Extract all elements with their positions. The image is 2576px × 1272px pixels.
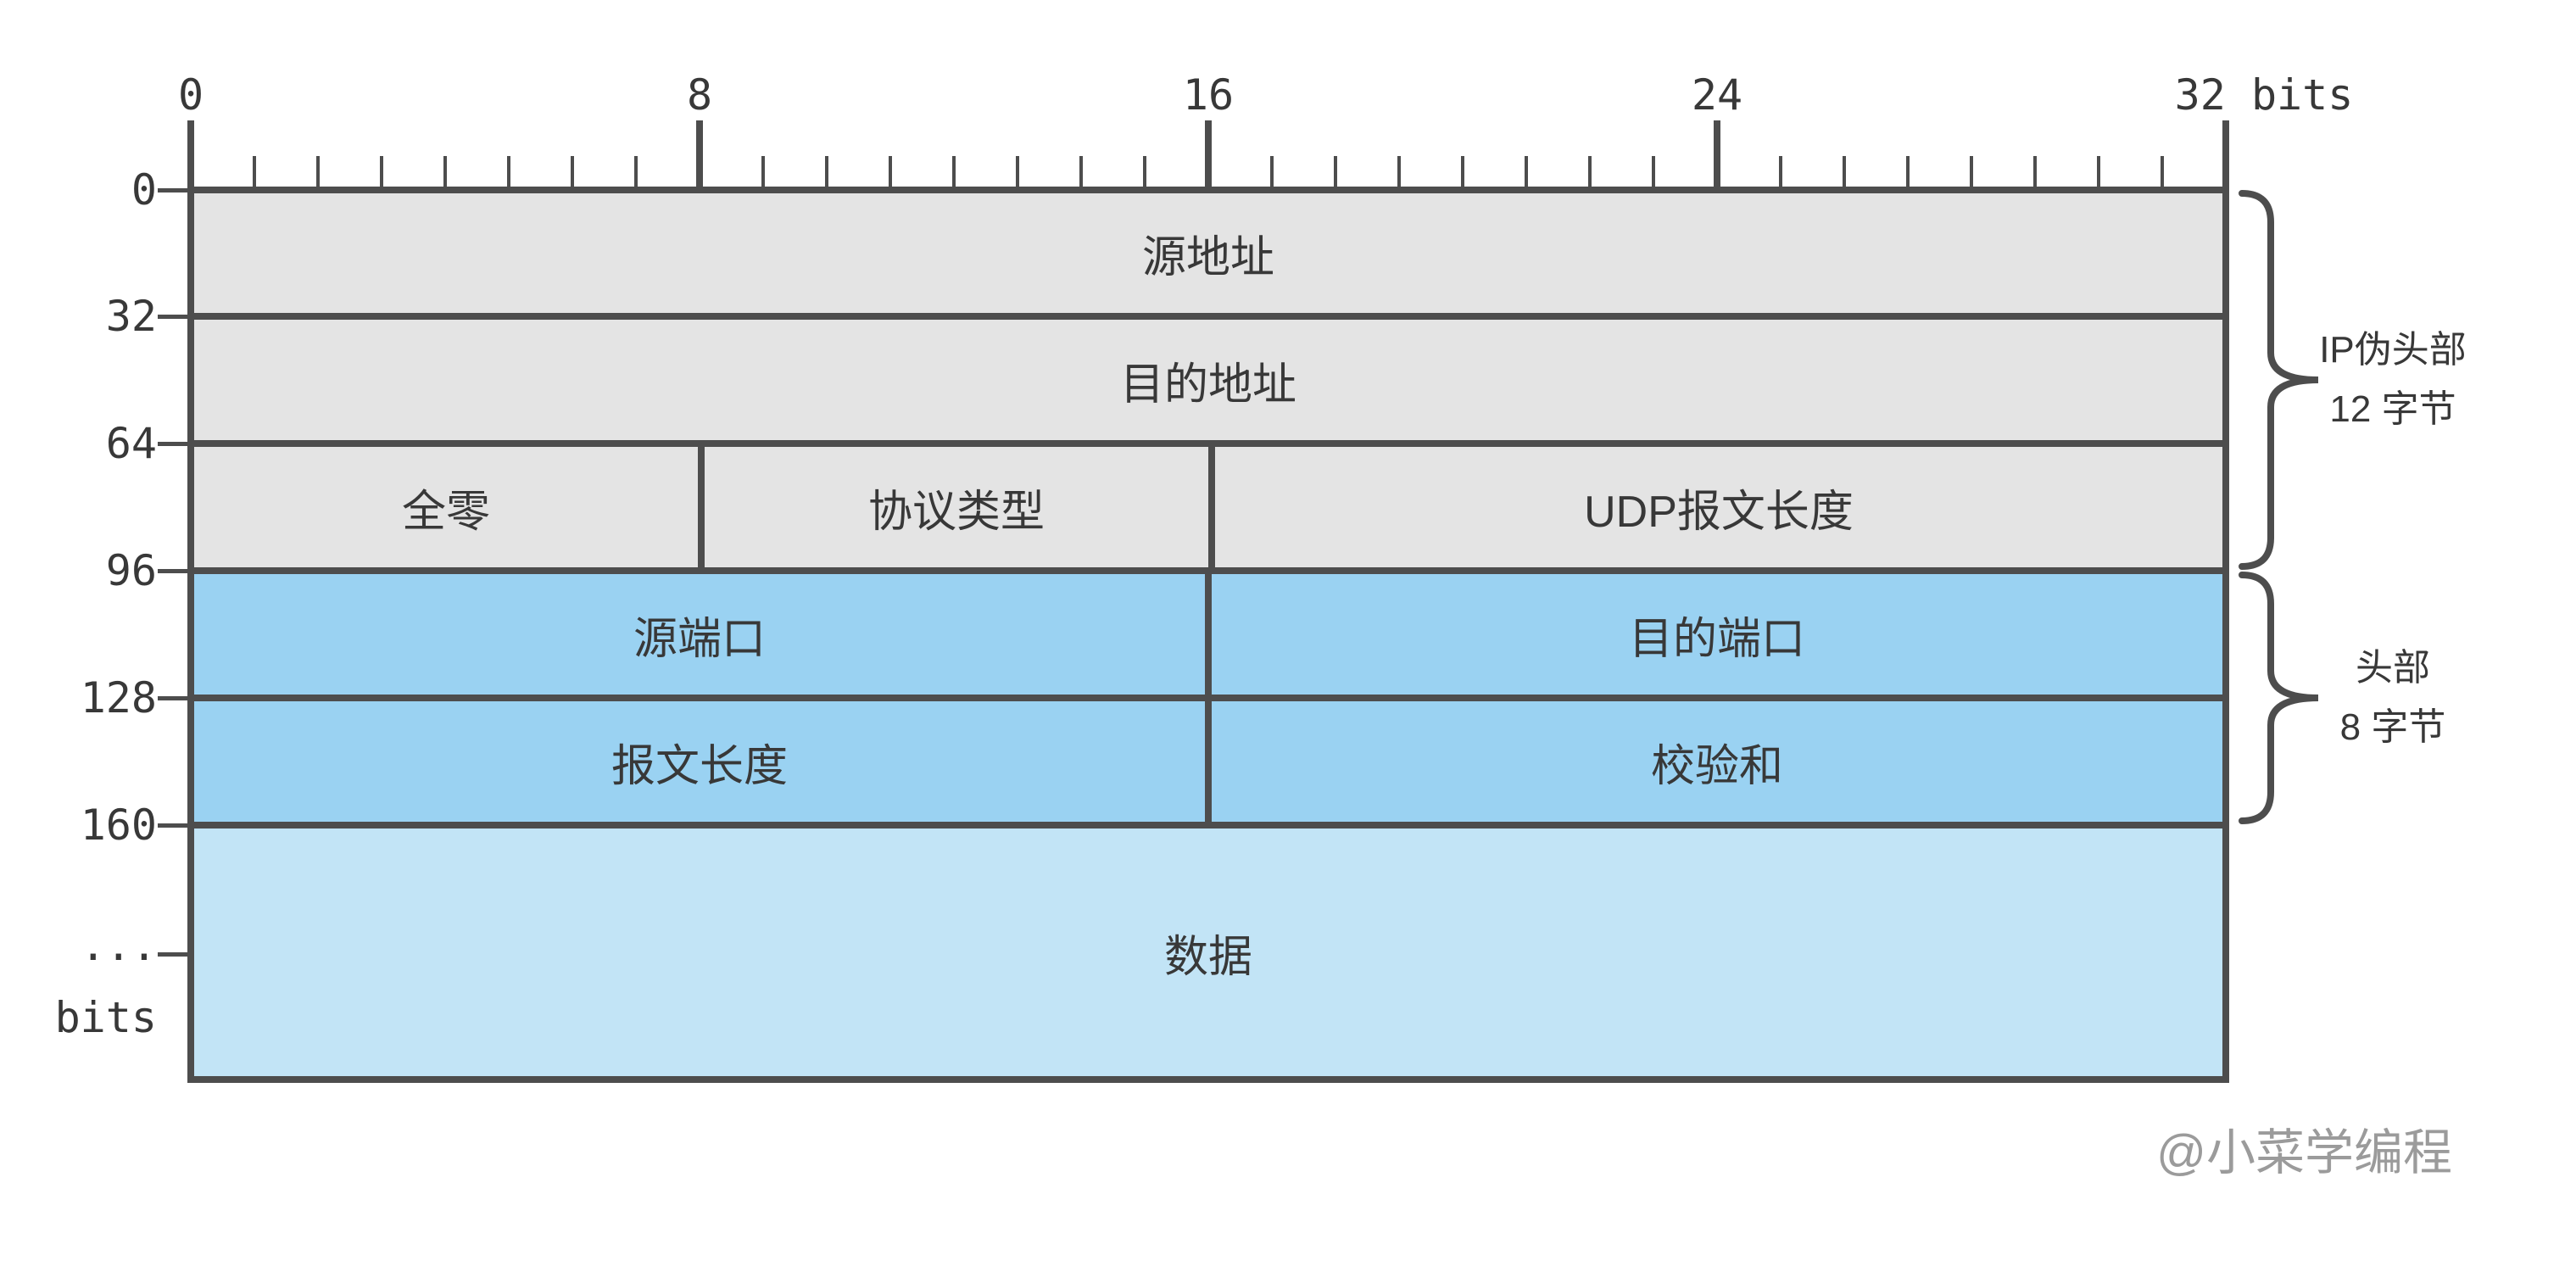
ip-pseudo-header-brace-label-line-1: 12 字节 <box>2329 388 2456 430</box>
cell-data: 数据 <box>194 828 2222 1076</box>
ruler-minor-tick <box>1397 156 1401 187</box>
ruler-minor-tick <box>253 156 256 187</box>
cell-destination-port: 目的端口 <box>1212 574 2222 695</box>
ruler-minor-tick <box>1970 156 1973 187</box>
ruler-label-8: 8 <box>686 70 713 120</box>
ruler-minor-tick <box>761 156 765 187</box>
cell-label-source-address: 源地址 <box>1141 233 1274 282</box>
cell-all-zeros: 全零 <box>194 447 705 567</box>
left-axis-unit-label: bits <box>54 993 157 1042</box>
ruler-minor-tick <box>634 156 638 187</box>
ruler-major-tick <box>1205 120 1212 187</box>
ruler-label-32: 32 bits <box>2174 70 2354 120</box>
cell-datagram-length: 报文长度 <box>194 701 1212 822</box>
udp-header-brace-label: 头部 8 字节 <box>2266 639 2520 757</box>
cell-label-destination-port: 目的端口 <box>1628 614 1805 664</box>
left-offset-label-96: 96 <box>105 546 157 595</box>
left-offset-label-64: 64 <box>105 419 157 468</box>
cell-udp-datagram-length: UDP报文长度 <box>1215 447 2222 567</box>
cell-protocol-type: 协议类型 <box>705 447 1215 567</box>
ruler-major-tick <box>1714 120 1720 187</box>
ruler-label-0: 0 <box>177 70 204 120</box>
ruler-minor-tick <box>1461 156 1464 187</box>
ruler-minor-tick <box>952 156 956 187</box>
ruler-minor-tick <box>1525 156 1528 187</box>
field-row-4: 报文长度 校验和 <box>194 701 2222 828</box>
cell-label-datagram-length: 报文长度 <box>611 741 788 791</box>
ruler-minor-tick <box>1016 156 1019 187</box>
left-axis-dash <box>158 442 188 446</box>
cell-label-data: 数据 <box>1163 932 1252 982</box>
field-row-5: 数据 <box>194 828 2222 1076</box>
ruler-minor-tick <box>1906 156 1910 187</box>
left-axis-dash <box>158 188 188 192</box>
watermark: @小菜学编程 <box>2156 1125 2452 1180</box>
left-offset-label-ellipsis: ... <box>80 921 157 970</box>
ruler-major-tick <box>696 120 703 187</box>
ruler-minor-tick <box>571 156 574 187</box>
ruler-minor-tick <box>1079 156 1083 187</box>
left-offset-label-160: 160 <box>80 801 157 850</box>
field-row-2: 全零 协议类型 UDP报文长度 <box>194 447 2222 574</box>
field-row-1: 目的地址 <box>194 320 2222 447</box>
left-offset-label-128: 128 <box>80 673 157 722</box>
ruler-minor-tick <box>1652 156 1655 187</box>
cell-label-destination-address: 目的地址 <box>1119 360 1296 410</box>
ip-pseudo-header-brace-label-line-0: IP伪头部 <box>2319 329 2467 371</box>
field-row-0: 源地址 <box>194 193 2222 320</box>
cell-destination-address: 目的地址 <box>194 320 2222 440</box>
cell-label-all-zeros: 全零 <box>401 487 490 537</box>
cell-label-checksum: 校验和 <box>1650 741 1783 791</box>
ruler-minor-tick <box>1779 156 1782 187</box>
ruler-minor-tick <box>380 156 383 187</box>
ruler-major-tick <box>187 120 194 187</box>
ruler-minor-tick <box>507 156 510 187</box>
ruler-label-16: 16 <box>1182 70 1235 120</box>
ruler-major-tick <box>2222 120 2229 187</box>
ruler-minor-tick <box>1843 156 1846 187</box>
ruler-minor-tick <box>2161 156 2164 187</box>
cell-source-address: 源地址 <box>194 193 2222 313</box>
ruler-minor-tick <box>1334 156 1337 187</box>
ruler-minor-tick <box>825 156 828 187</box>
udp-header-brace-label-line-0: 头部 <box>2356 647 2430 689</box>
left-offset-label-32: 32 <box>105 292 157 341</box>
udp-header-brace <box>2239 572 2319 824</box>
ruler-minor-tick <box>889 156 892 187</box>
cell-label-udp-datagram-length: UDP报文长度 <box>1584 487 1854 537</box>
udp-header-brace-label-line-1: 8 字节 <box>2339 706 2446 748</box>
datagram-field-grid: 源地址目的地址全零 协议类型 UDP报文长度源端口 目的端口报文长度 校验和数据 <box>187 187 2229 1083</box>
ip-pseudo-header-brace-path <box>2239 190 2319 570</box>
left-axis-dash <box>158 315 188 319</box>
ruler-minor-tick <box>443 156 447 187</box>
ip-pseudo-header-brace-label: IP伪头部 12 字节 <box>2266 321 2520 439</box>
cell-checksum: 校验和 <box>1212 701 2222 822</box>
left-axis-dash <box>158 569 188 573</box>
cell-source-port: 源端口 <box>194 574 1212 695</box>
ruler-minor-tick <box>1143 156 1146 187</box>
ruler-label-24: 24 <box>1691 70 1743 120</box>
ruler-minor-tick <box>2033 156 2037 187</box>
ruler-minor-tick <box>316 156 320 187</box>
left-offset-label-0: 0 <box>131 165 157 215</box>
ruler-minor-tick <box>1270 156 1274 187</box>
left-axis-dash <box>158 952 188 957</box>
ip-pseudo-header-brace <box>2239 190 2319 570</box>
left-axis-dash <box>158 696 188 700</box>
udp-header-brace-path <box>2239 572 2319 824</box>
ruler-minor-tick <box>1588 156 1592 187</box>
cell-label-source-port: 源端口 <box>633 614 766 664</box>
ruler-minor-tick <box>2097 156 2100 187</box>
left-axis-dash <box>158 823 188 828</box>
cell-label-protocol-type: 协议类型 <box>867 487 1045 537</box>
field-row-3: 源端口 目的端口 <box>194 574 2222 701</box>
